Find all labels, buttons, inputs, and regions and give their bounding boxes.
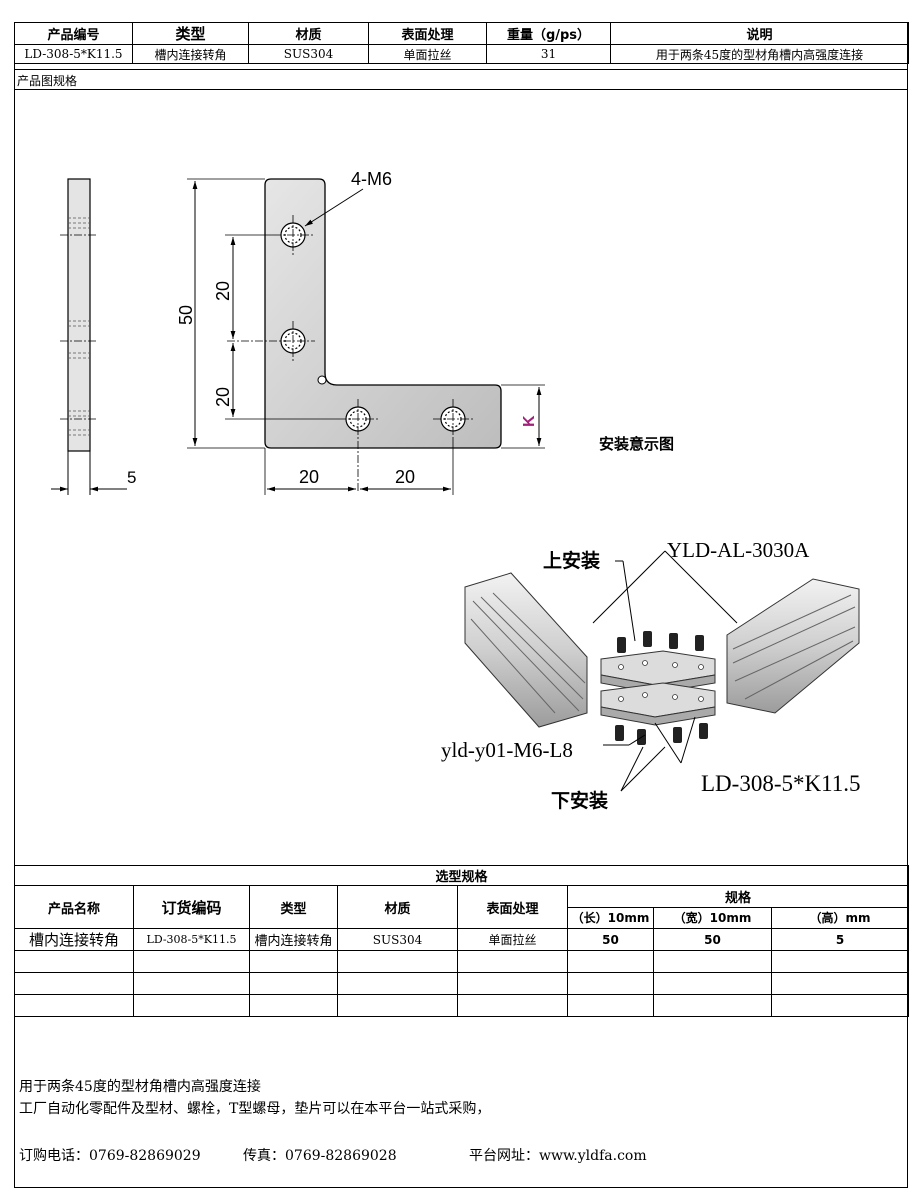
header-weight: 重量（g/ps）	[486, 22, 611, 45]
label-bottom-install: 下安装	[551, 789, 608, 812]
front-view: 4-M6 50 20 20 20 20 K	[176, 169, 545, 495]
dim-height: 50	[176, 305, 196, 325]
sel-cell-type: 槽内连接转角	[249, 928, 338, 951]
sel-cell-name: 槽内连接转角	[14, 928, 134, 951]
sel-cell-width: 50	[653, 928, 772, 951]
side-view: 5	[51, 178, 136, 495]
footer-fax: 传真：0769-82869028	[243, 1148, 397, 1164]
sel-header-code: 订货编码	[133, 885, 250, 929]
sel-header-width: （宽）10mm	[653, 906, 772, 929]
dim-k: K	[521, 415, 538, 427]
sel-header-spec: 规格	[566, 885, 910, 908]
install-title: 安装意示图	[599, 435, 674, 453]
sel-header-name: 产品名称	[14, 885, 134, 929]
datasheet: 产品编号 类型 材质 表面处理 重量（g/ps） 说明 LD-308-5*K11…	[13, 22, 910, 1188]
sel-header-type: 类型	[249, 885, 338, 929]
cell-code: LD-308-5*K11.5	[14, 44, 133, 64]
drawing-section-label: 产品图规格	[17, 74, 78, 88]
sel-header-length: （长）10mm	[567, 906, 654, 929]
sel-cell-surface: 单面拉丝	[457, 928, 568, 951]
sel-cell-length: 50	[567, 928, 654, 951]
spec-table: 产品编号 类型 材质 表面处理 重量（g/ps） 说明 LD-308-5*K11…	[14, 22, 909, 64]
selection-row: 槽内连接转角 LD-308-5*K11.5 槽内连接转角 SUS304 单面拉丝…	[14, 928, 910, 951]
sel-header-height: （高）mm	[770, 906, 910, 929]
footer-phone: 订购电话：0769-82869029	[19, 1148, 201, 1164]
cell-description: 用于两条45度的型材角槽内高强度连接	[610, 44, 909, 64]
sel-cell-height: 5	[770, 928, 910, 951]
footer-site: 平台网址：www.yldfa.com	[469, 1148, 647, 1164]
dim-width-left: 20	[299, 467, 319, 487]
dim-thickness: 5	[127, 468, 136, 487]
spec-table-row: LD-308-5*K11.5 槽内连接转角 SUS304 单面拉丝 31 用于两…	[14, 44, 909, 64]
footer-line-1: 用于两条45度的型材角槽内高强度连接	[19, 1079, 261, 1095]
footer-line-2: 工厂自动化零配件及型材、螺栓，T型螺母，垫片可以在本平台一站式采购，	[19, 1101, 491, 1117]
sel-cell-code: LD-308-5*K11.5	[133, 928, 250, 951]
dim-pitch-lower: 20	[213, 387, 233, 407]
label-part: LD-308-5*K11.5	[701, 771, 860, 796]
sel-cell-material: SUS304	[337, 928, 458, 951]
cell-type: 槽内连接转角	[132, 44, 249, 64]
install-diagram: 上安装 YLD-AL-3030A yld-y01-M6-L8 下安装 LD-30…	[441, 538, 860, 812]
label-screw: yld-y01-M6-L8	[441, 738, 573, 762]
label-profile: YLD-AL-3030A	[667, 538, 810, 562]
sel-header-surface: 表面处理	[457, 885, 568, 929]
cell-surface: 单面拉丝	[368, 44, 487, 64]
dim-pitch-upper: 20	[213, 281, 233, 301]
technical-drawing: 5 4-M6 50	[51, 169, 860, 812]
selection-table: 选型规格 产品名称 订货编码 类型 材质 表面处理 规格 （长）10mm （宽）…	[13, 865, 910, 1017]
selection-title: 选型规格	[13, 865, 910, 886]
callout-holes: 4-M6	[351, 169, 392, 189]
cell-weight: 31	[486, 44, 611, 64]
label-top-install: 上安装	[543, 549, 600, 572]
dim-width-right: 20	[395, 467, 415, 487]
spec-table-header: 产品编号 类型 材质 表面处理 重量（g/ps） 说明	[14, 22, 909, 45]
sel-header-material: 材质	[337, 885, 458, 929]
